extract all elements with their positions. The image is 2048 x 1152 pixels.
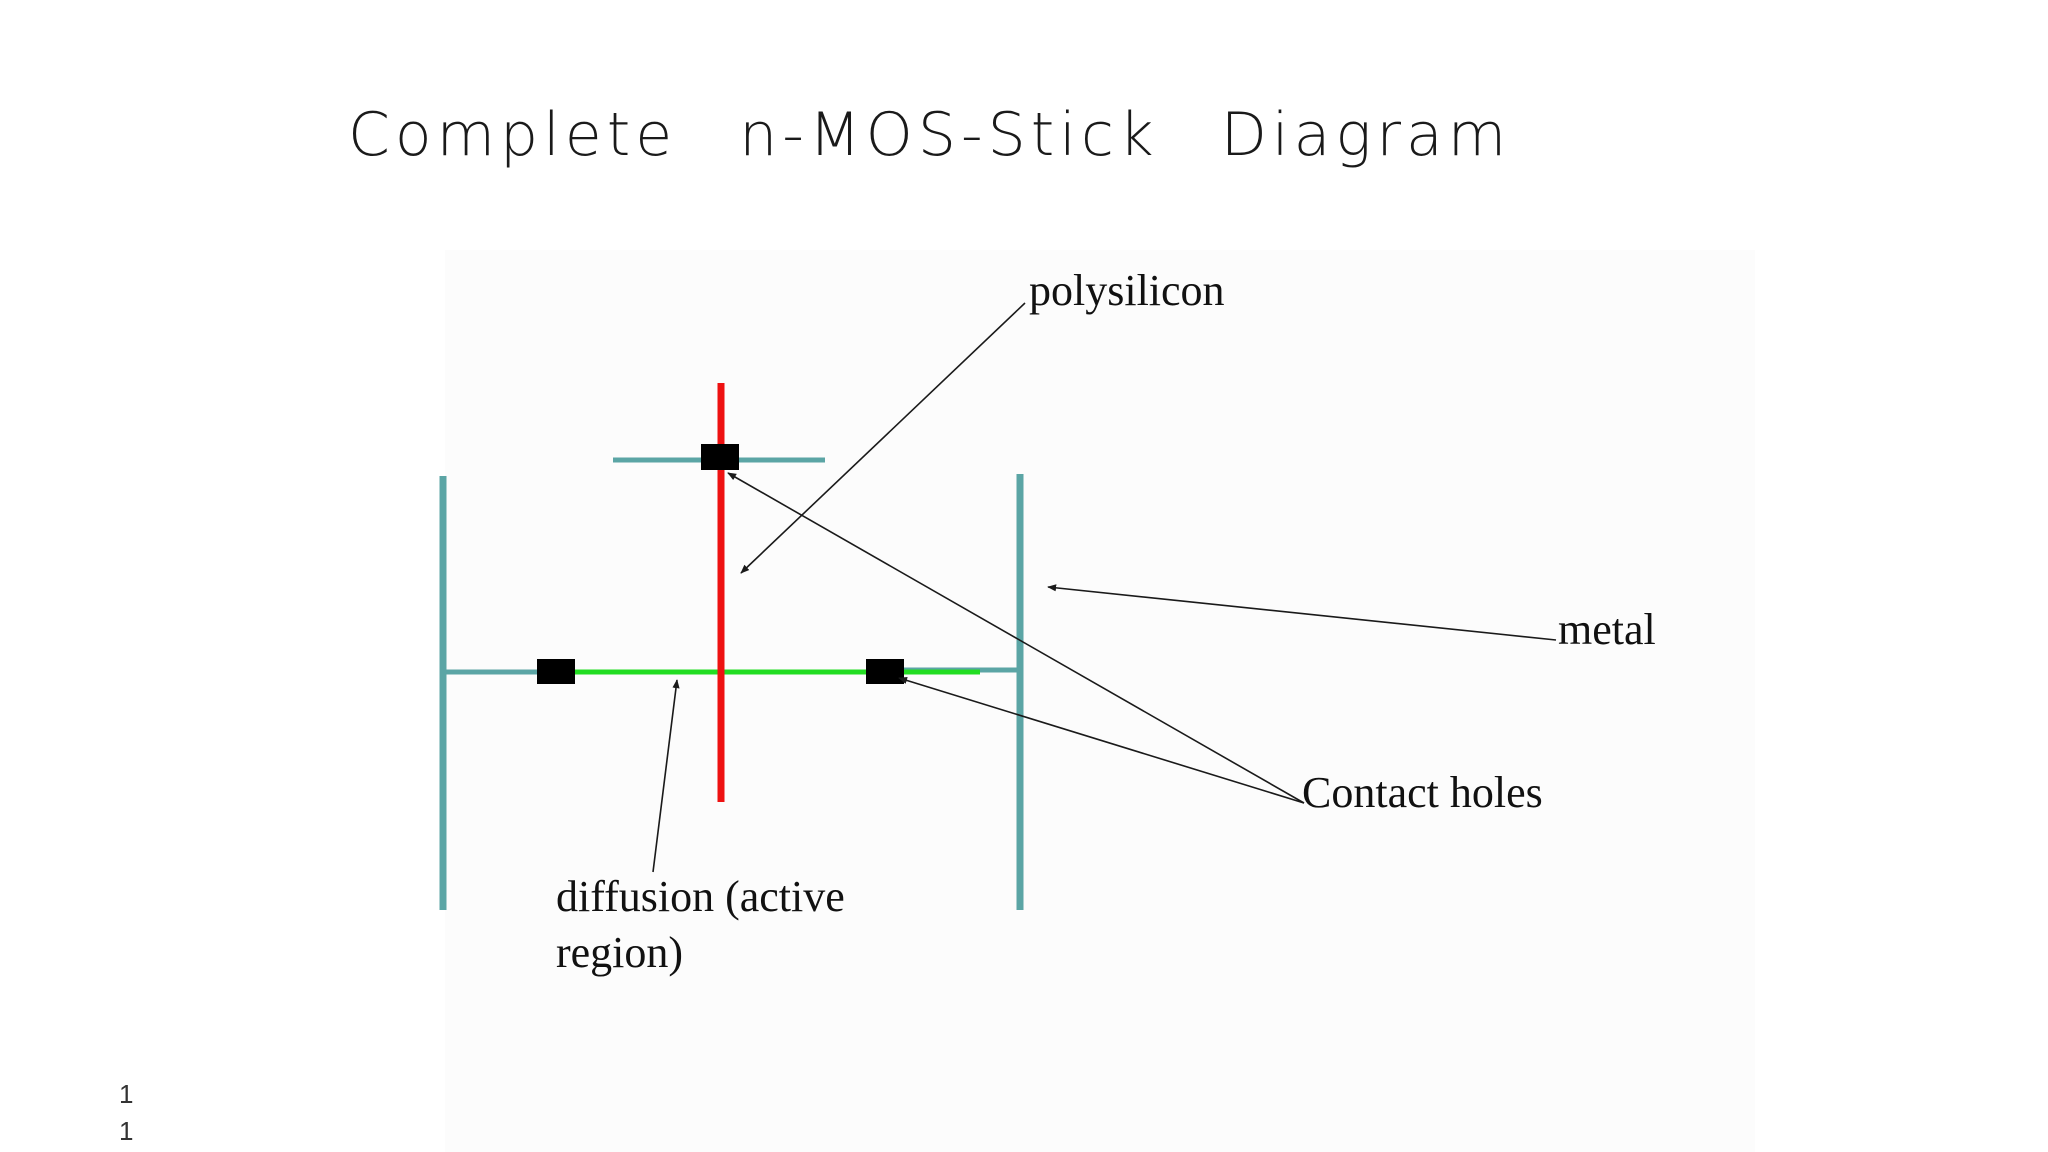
contact-hole-right <box>866 659 904 684</box>
metal-label: metal <box>1558 605 1656 654</box>
diagram-background-panel <box>445 250 1755 1152</box>
metal-leader-arrow <box>1047 584 1557 641</box>
diffusion-leader-arrow <box>652 679 680 873</box>
contact-right-leader-arrow <box>898 676 1305 804</box>
contact-hole-left <box>537 659 575 684</box>
polysilicon-leader-arrow <box>740 302 1026 574</box>
page-number: 1 1 <box>119 1076 133 1150</box>
page-number-line-1: 1 <box>119 1079 134 1109</box>
polysilicon-label: polysilicon <box>1029 266 1225 315</box>
contact-holes-label: Contact holes <box>1302 768 1543 817</box>
page-number-line-2: 1 <box>119 1116 134 1146</box>
slide-title: Complete n-MOS-Stick Diagram <box>348 100 1512 170</box>
diffusion-label-line2: region) <box>556 928 683 977</box>
contact-hole-top <box>701 444 739 470</box>
diffusion-label-line1: diffusion (active <box>556 872 845 921</box>
contact-top-leader-arrow <box>727 472 1305 804</box>
